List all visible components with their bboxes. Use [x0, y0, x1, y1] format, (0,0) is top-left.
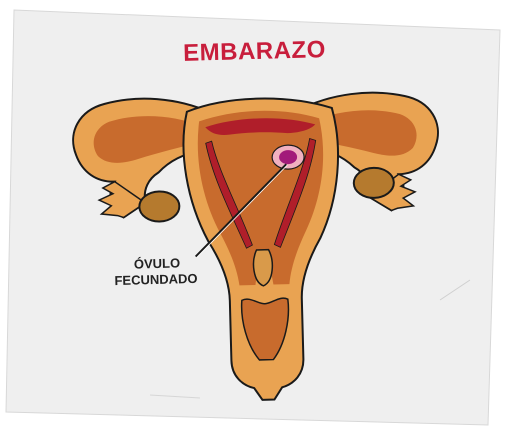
- pointer-line: [194, 163, 288, 258]
- ovary-icon: [352, 166, 395, 199]
- ovary-icon: [138, 190, 181, 223]
- vaginal-canal: [240, 297, 290, 361]
- uterine-lining-left: [205, 140, 253, 249]
- uterine-lining-right: [273, 138, 317, 248]
- fimbriae-left: [97, 180, 147, 219]
- cervix: [252, 248, 274, 287]
- uterine-lining: [205, 118, 316, 135]
- paper-crease: [149, 394, 201, 399]
- uterus-illustration: [72, 91, 439, 401]
- annotation-label-fecundado: FECUNDADO: [114, 270, 198, 289]
- pointer-line-highlight: [196, 164, 288, 258]
- paper-crease: [439, 279, 471, 301]
- fertilized-egg-icon: [279, 150, 298, 165]
- tube-inner-left: [93, 116, 203, 163]
- fimbriae-right: [367, 173, 417, 212]
